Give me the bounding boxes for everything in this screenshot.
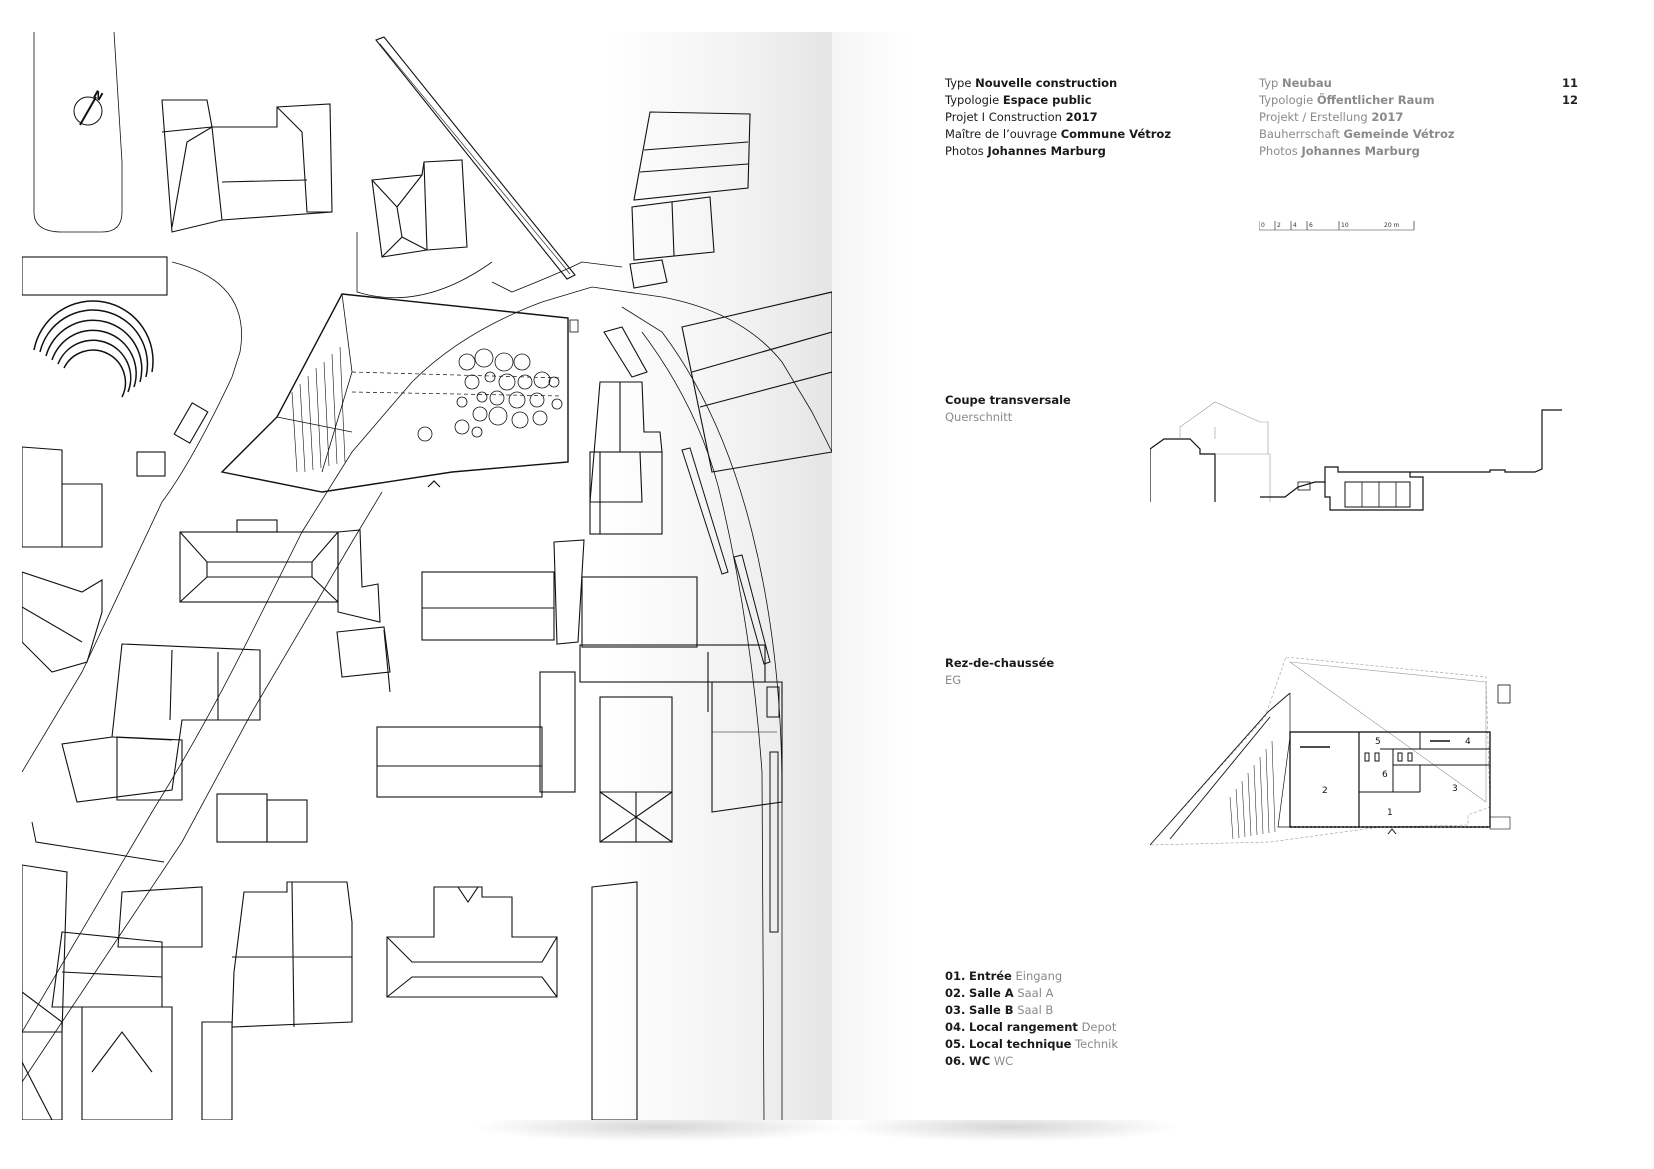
building-hip-roof-1	[161, 99, 333, 233]
ground-floor-title-de: EG	[945, 673, 962, 687]
legend-de: Saal B	[1017, 1003, 1054, 1017]
legend-de: Technik	[1075, 1037, 1118, 1051]
info-label: Type	[945, 76, 972, 90]
info-value: Nouvelle construction	[975, 76, 1118, 90]
info-label: Typ	[1259, 76, 1279, 90]
info-row: Typologie Öffentlicher Raum	[1259, 92, 1455, 109]
info-label: Photos	[945, 144, 984, 158]
room-number: 3	[1452, 784, 1458, 794]
site-plan-page: N	[22, 32, 833, 1120]
section-title-de: Querschnitt	[945, 410, 1013, 424]
legend-item: 04. Local rangement Depot	[945, 1019, 1118, 1036]
legend-number: 01.	[945, 969, 966, 983]
legend-item: 01. Entrée Eingang	[945, 968, 1118, 985]
info-label: Maître de l’ouvrage	[945, 127, 1058, 141]
info-page: Type Nouvelle construction Typologie Esp…	[832, 32, 1632, 1120]
scale-tick: 4	[1293, 222, 1297, 229]
scale-tick: 2	[1277, 222, 1281, 229]
info-value: Neubau	[1282, 76, 1332, 90]
info-row: Photos Johannes Marburg	[1259, 143, 1455, 160]
scale-tick: 6	[1309, 222, 1313, 229]
legend-fr: Salle B	[969, 1003, 1014, 1017]
info-row: Maître de l’ouvrage Commune Vétroz	[945, 126, 1171, 143]
info-row: Photos Johannes Marburg	[945, 143, 1171, 160]
legend-de: WC	[993, 1054, 1014, 1068]
section-title-fr: Coupe transversale	[945, 393, 1071, 407]
amphitheatre	[33, 300, 154, 398]
info-value: Commune Vétroz	[1060, 127, 1172, 141]
legend-number: 02.	[945, 986, 966, 1000]
info-row: Type Nouvelle construction	[945, 75, 1171, 92]
project-info-fr: Type Nouvelle construction Typologie Esp…	[945, 75, 1171, 160]
info-value: Johannes Marburg	[987, 144, 1106, 158]
page-numbers: 11 12	[1562, 75, 1578, 109]
room-legend: 01. Entrée Eingang 02. Salle A Saal A 03…	[945, 968, 1118, 1070]
legend-item: 02. Salle A Saal A	[945, 985, 1118, 1002]
room-number: 1	[1387, 808, 1393, 818]
legend-de: Eingang	[1015, 969, 1063, 983]
legend-fr: Salle A	[969, 986, 1014, 1000]
legend-de: Depot	[1081, 1020, 1117, 1034]
cross-section-drawing	[1150, 401, 1562, 511]
scale-tick: 10	[1341, 222, 1349, 229]
info-label: Projet I Construction	[945, 110, 1062, 124]
legend-item: 03. Salle B Saal B	[945, 1002, 1118, 1019]
legend-fr: WC	[969, 1054, 991, 1068]
info-row: Typ Neubau	[1259, 75, 1455, 92]
legend-number: 04.	[945, 1020, 966, 1034]
section-title: Coupe transversale Querschnitt	[945, 392, 1071, 426]
legend-fr: Entrée	[969, 969, 1012, 983]
legend-fr: Local technique	[969, 1037, 1072, 1051]
site-plan-drawing: N	[22, 32, 832, 1120]
info-row: Typologie Espace public	[945, 92, 1171, 109]
scale-bar: 0 2 4 6 10 20 m	[1258, 218, 1419, 240]
room-number: 2	[1322, 786, 1328, 796]
room-number: 5	[1375, 737, 1381, 747]
room-number: 4	[1465, 737, 1471, 747]
info-label: Projekt / Erstellung	[1259, 110, 1368, 124]
info-row: Bauherrschaft Gemeinde Vétroz	[1259, 126, 1455, 143]
info-label: Bauherrschaft	[1259, 127, 1340, 141]
page-number: 11	[1562, 76, 1579, 90]
scale-tick: 0	[1261, 222, 1265, 229]
legend-fr: Local rangement	[969, 1020, 1078, 1034]
ground-floor-title-fr: Rez-de-chaussée	[945, 656, 1055, 670]
building-hip-roof-4	[386, 886, 558, 998]
ground-floor-plan: 2 3 1 4 5 6	[1150, 657, 1511, 846]
info-label: Typologie	[945, 93, 1000, 107]
page-fold-shade-right	[832, 32, 912, 1120]
legend-item: 05. Local technique Technik	[945, 1036, 1118, 1053]
building-hip-roof-3	[179, 519, 339, 603]
legend-item: 06. WC WC	[945, 1053, 1118, 1070]
legend-number: 03.	[945, 1003, 966, 1017]
info-value: Johannes Marburg	[1301, 144, 1420, 158]
info-label: Typologie	[1259, 93, 1314, 107]
info-label: Photos	[1259, 144, 1298, 158]
info-row: Projet I Construction 2017	[945, 109, 1171, 126]
ground-floor-title: Rez-de-chaussée EG	[945, 655, 1054, 689]
legend-number: 05.	[945, 1037, 966, 1051]
info-value: Öffentlicher Raum	[1316, 93, 1435, 107]
info-value: Espace public	[1002, 93, 1092, 107]
building-hip-roof-2	[371, 159, 468, 258]
info-value: 2017	[1371, 110, 1404, 124]
scale-tick: 20 m	[1384, 222, 1400, 229]
legend-number: 06.	[945, 1054, 966, 1068]
project-info-de: Typ Neubau Typologie Öffentlicher Raum P…	[1259, 75, 1455, 160]
page-number: 12	[1562, 93, 1579, 107]
info-row: Projekt / Erstellung 2017	[1259, 109, 1455, 126]
legend-de: Saal A	[1017, 986, 1054, 1000]
project-building	[220, 293, 579, 493]
building-cross-roof	[599, 791, 673, 843]
room-number: 6	[1382, 770, 1388, 780]
info-value: Gemeinde Vétroz	[1343, 127, 1455, 141]
north-arrow: N	[73, 88, 105, 126]
info-value: 2017	[1065, 110, 1098, 124]
